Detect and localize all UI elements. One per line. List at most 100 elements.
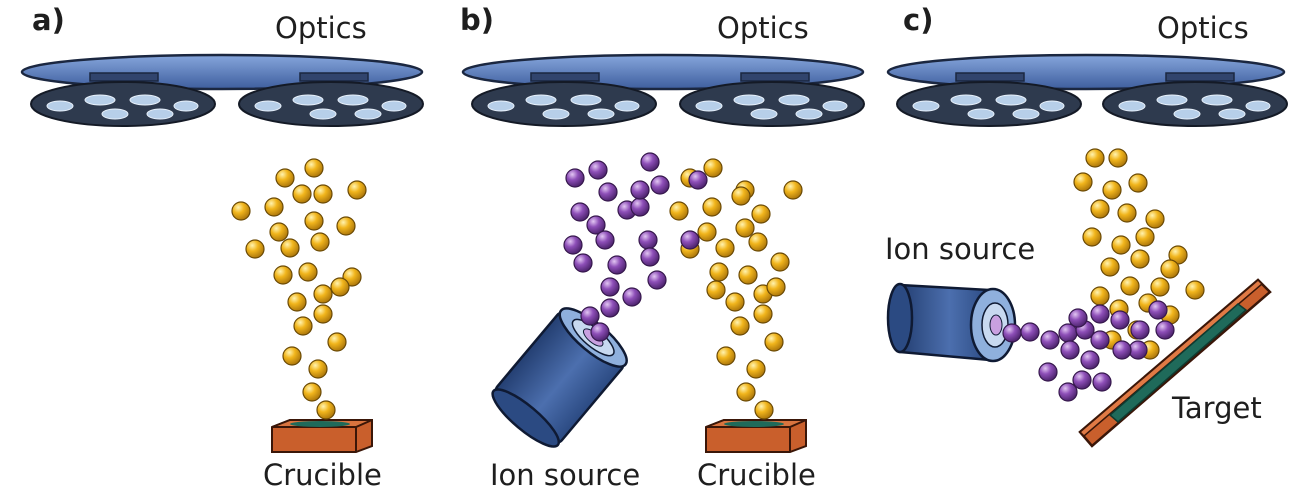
gold-particle xyxy=(746,359,766,379)
gold-particle xyxy=(336,216,356,236)
ion-particle xyxy=(1092,372,1112,392)
ion-particle xyxy=(1040,330,1060,350)
ion-particle xyxy=(647,270,667,290)
gold-particle xyxy=(304,211,324,231)
gold-particle xyxy=(770,252,790,272)
ion-particle xyxy=(1058,382,1078,402)
ion-particle xyxy=(565,168,585,188)
ion-particle xyxy=(1080,350,1100,370)
gold-particle xyxy=(1111,235,1131,255)
gold-particle xyxy=(1090,286,1110,306)
ion-particle xyxy=(1112,340,1132,360)
panel-c-ion-particles xyxy=(1002,300,1175,402)
gold-particle xyxy=(298,262,318,282)
panel-c-ion-source-label: Ion source xyxy=(885,232,1035,266)
gold-particle xyxy=(287,292,307,312)
gold-particle xyxy=(1117,203,1137,223)
ion-particle xyxy=(580,306,600,326)
panel-c-ion-source xyxy=(886,282,1017,363)
ion-particle xyxy=(1128,340,1148,360)
gold-particle xyxy=(1108,148,1128,168)
ion-particle xyxy=(650,175,670,195)
gold-particle xyxy=(273,265,293,285)
gold-particle xyxy=(313,184,333,204)
panel-b-crucible-label: Crucible xyxy=(697,458,816,492)
gold-particle xyxy=(1160,259,1180,279)
ion-particle xyxy=(590,322,610,342)
gold-particle xyxy=(715,238,735,258)
ion-particle xyxy=(598,182,618,202)
ion-particle xyxy=(1148,300,1168,320)
panel-a-crucible xyxy=(271,419,373,453)
panel-b-ion-source xyxy=(491,307,628,448)
gold-particle xyxy=(1102,180,1122,200)
gold-particle xyxy=(275,168,295,188)
gold-particle xyxy=(308,359,328,379)
ion-particle xyxy=(600,298,620,318)
gold-particle xyxy=(731,186,751,206)
ion-particle xyxy=(1060,340,1080,360)
gold-particle xyxy=(754,400,774,420)
gold-particle xyxy=(703,158,723,178)
gold-particle xyxy=(313,284,333,304)
ion-particle xyxy=(1002,323,1022,343)
ion-particle xyxy=(1072,370,1092,390)
gold-particle xyxy=(725,292,745,312)
panel-c-target xyxy=(1078,278,1272,448)
ion-particle xyxy=(638,230,658,250)
gold-particle xyxy=(310,232,330,252)
panel-a-evaporated-particles xyxy=(231,158,367,420)
ion-particle xyxy=(563,235,583,255)
panel-a: a) Optics Crucible xyxy=(20,3,424,492)
gold-particle xyxy=(264,197,284,217)
panel-c-target-label: Target xyxy=(1171,391,1262,425)
gold-particle xyxy=(709,262,729,282)
gold-particle xyxy=(697,222,717,242)
ion-particle xyxy=(607,255,627,275)
panel-a-optics-holder xyxy=(20,53,424,127)
ion-particle xyxy=(630,180,650,200)
gold-particle xyxy=(347,180,367,200)
gold-particle xyxy=(1145,209,1165,229)
ion-particle xyxy=(600,277,620,297)
panel-b-ion-particles xyxy=(563,152,708,342)
gold-particle xyxy=(1150,277,1170,297)
panel-b-evaporated-particles xyxy=(669,158,803,420)
gold-particle xyxy=(231,201,251,221)
ion-particle xyxy=(1110,310,1130,330)
ion-particle xyxy=(1038,362,1058,382)
gold-particle xyxy=(1100,257,1120,277)
panel-c: c) Optics Ion source xyxy=(885,3,1288,448)
ion-particle xyxy=(622,287,642,307)
gold-particle xyxy=(316,400,336,420)
gold-particle xyxy=(738,265,758,285)
ion-particle xyxy=(640,152,660,172)
gold-particle xyxy=(1135,227,1155,247)
gold-particle xyxy=(280,238,300,258)
gold-particle xyxy=(735,218,755,238)
gold-particle xyxy=(783,180,803,200)
ion-particle xyxy=(630,197,650,217)
gold-particle xyxy=(293,316,313,336)
panel-c-optics-label: Optics xyxy=(1157,11,1249,45)
gold-particle xyxy=(292,184,312,204)
panel-c-label: c) xyxy=(903,3,933,37)
panel-b-ion-source-label: Ion source xyxy=(490,458,640,492)
ion-particle xyxy=(1130,320,1150,340)
gold-particle xyxy=(302,382,322,402)
ion-particle xyxy=(588,160,608,180)
panel-a-optics-label: Optics xyxy=(275,11,367,45)
panel-b-optics-holder xyxy=(461,53,865,127)
gold-particle xyxy=(764,332,784,352)
ion-particle xyxy=(1090,330,1110,350)
gold-particle xyxy=(753,304,773,324)
ion-particle xyxy=(1155,320,1175,340)
gold-particle xyxy=(327,332,347,352)
gold-particle xyxy=(1082,227,1102,247)
gold-particle xyxy=(245,239,265,259)
panel-a-crucible-label: Crucible xyxy=(263,458,382,492)
ion-particle xyxy=(573,253,593,273)
ion-particle xyxy=(1020,322,1040,342)
gold-particle xyxy=(1085,148,1105,168)
